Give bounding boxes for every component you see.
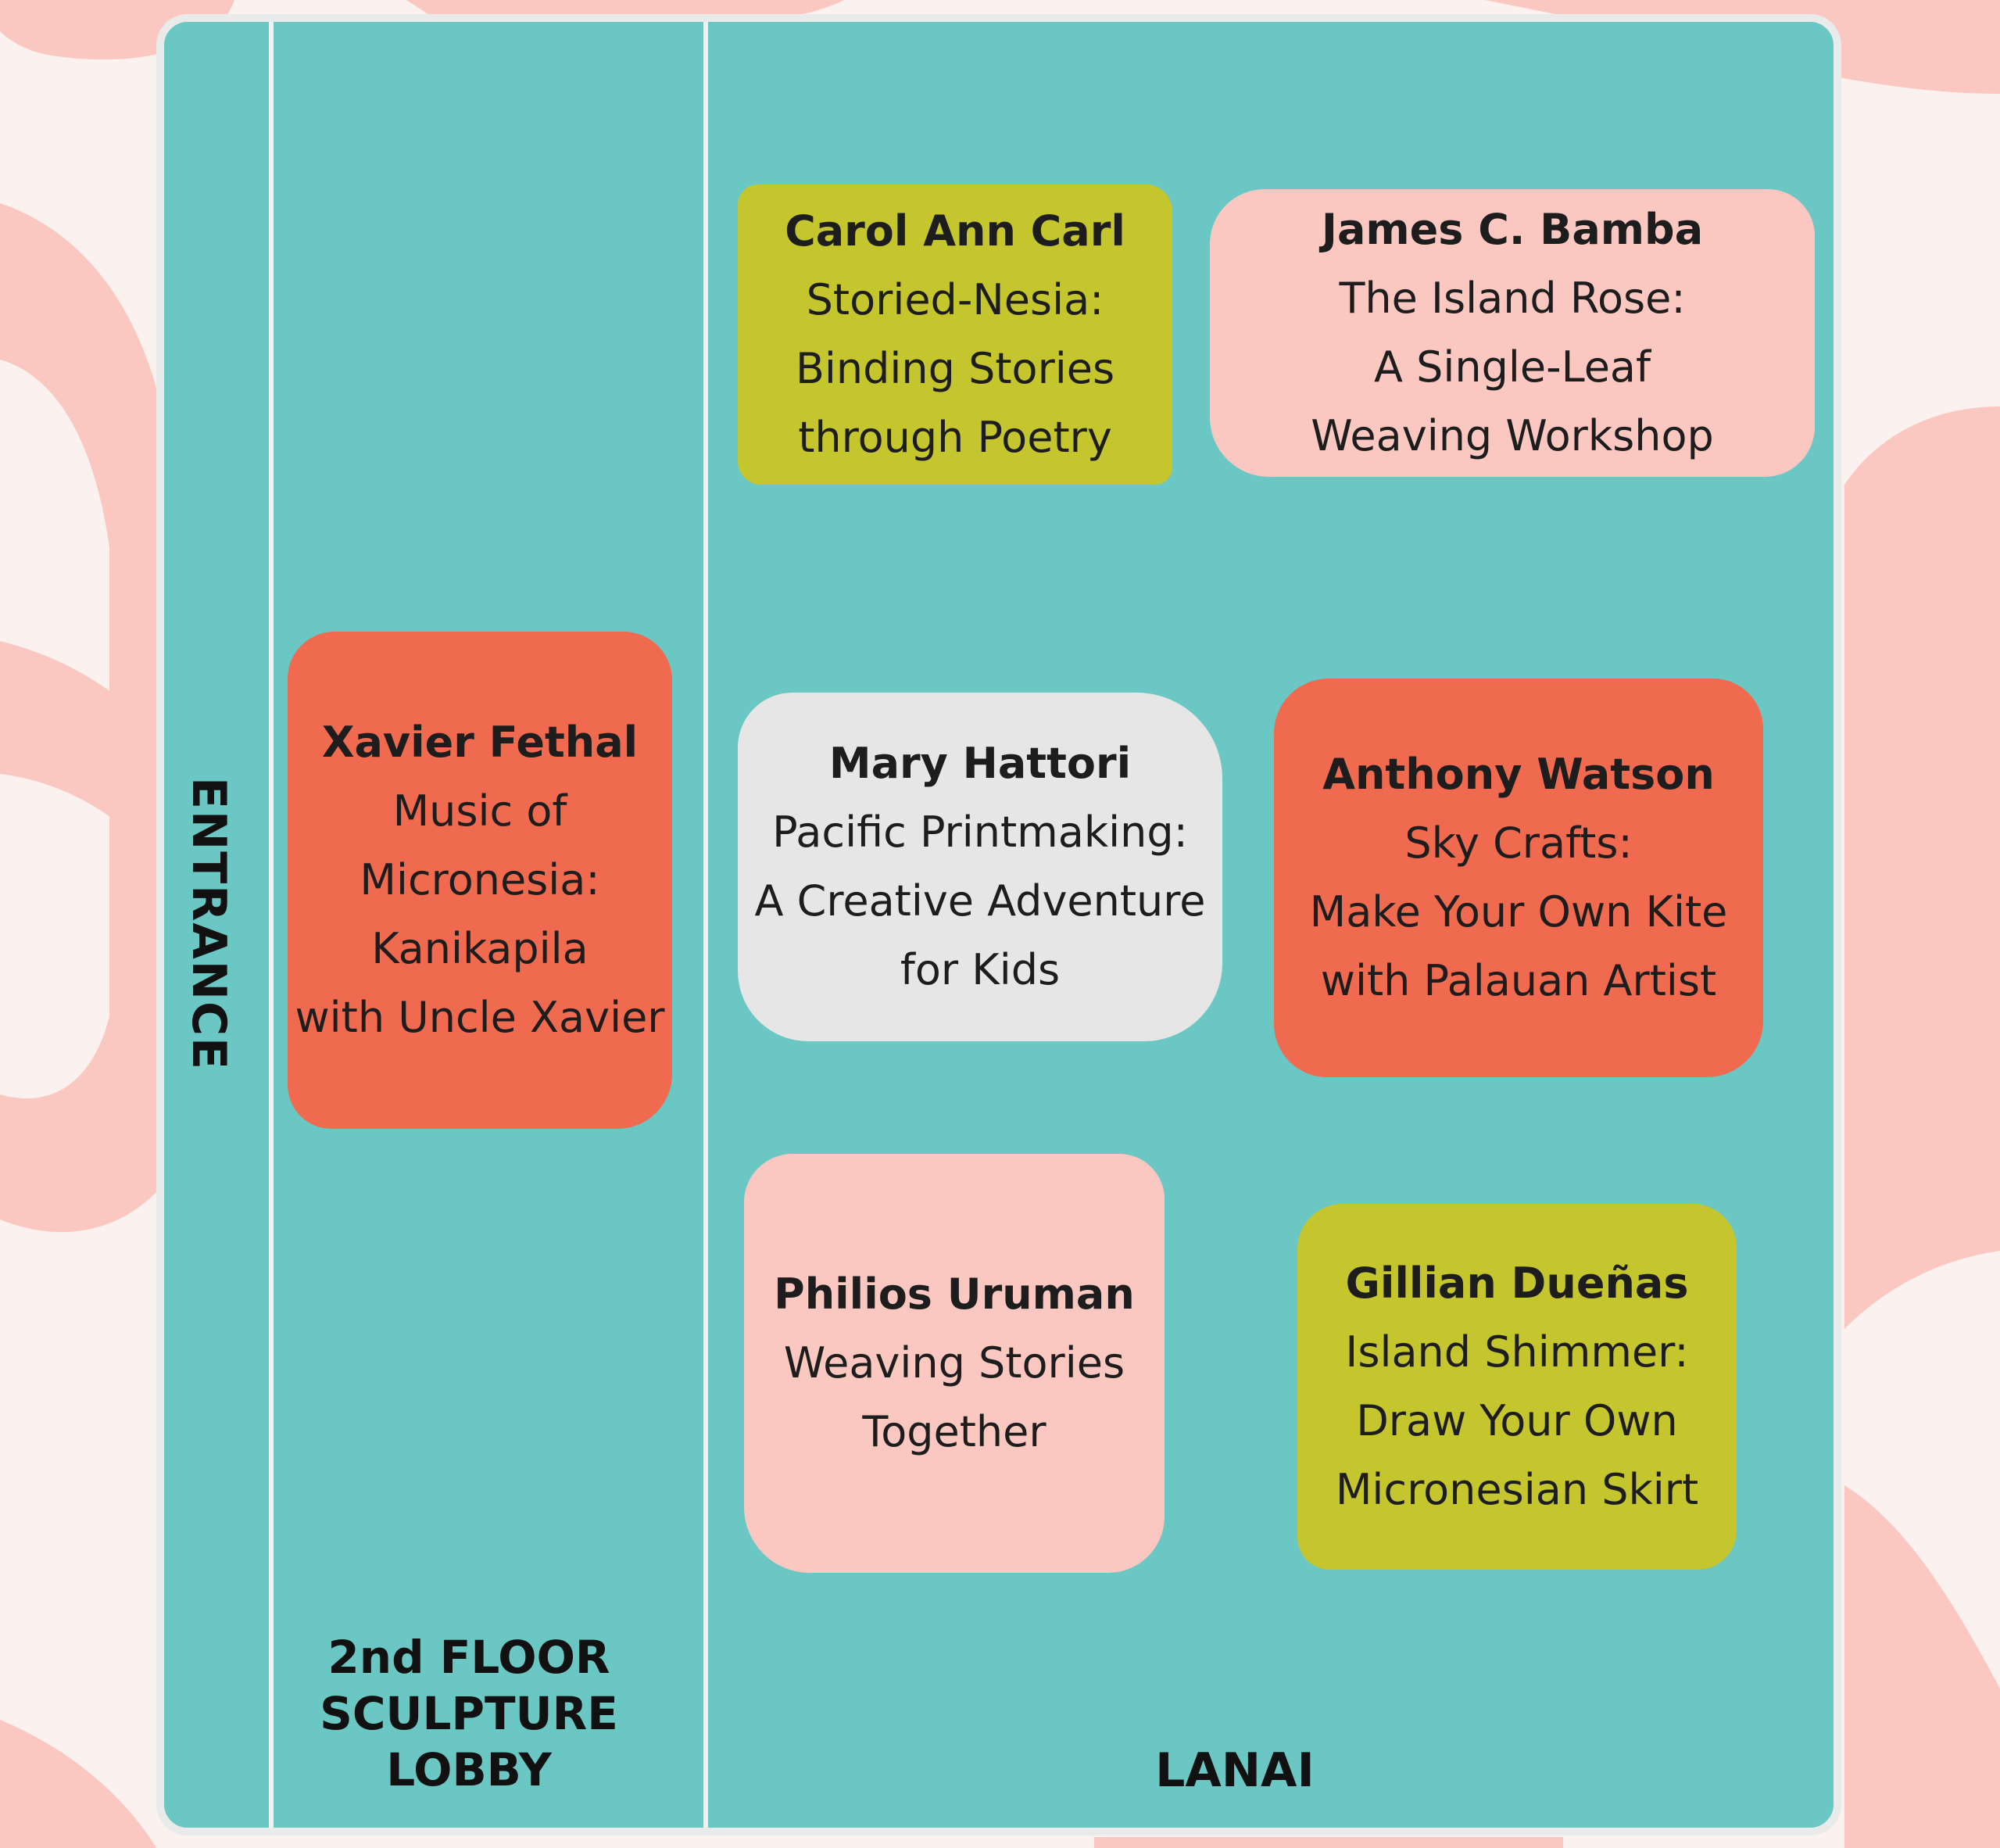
card-line: Storied-Nesia: [806,275,1104,324]
card-xavier-fethal: Xavier Fethal Music of Micronesia: Kanik… [288,632,672,1129]
card-gillian-duenas: Gillian Dueñas Island Shimmer: Draw Your… [1297,1204,1737,1570]
card-name: Carol Ann Carl [785,206,1125,256]
card-philios-uruman: Philios Uruman Weaving Stories Together [744,1154,1165,1573]
card-name: Gillian Dueñas [1345,1259,1689,1308]
card-carol-ann-carl: Carol Ann Carl Storied-Nesia: Binding St… [738,184,1172,485]
entrance-label: ENTRANCE [181,777,236,1071]
card-line: Together [862,1407,1047,1456]
card-line: Binding Stories [795,344,1115,393]
card-name: Xavier Fethal [321,718,639,767]
card-line: Weaving Stories [783,1338,1125,1388]
card-line: Sky Crafts: [1404,818,1633,868]
card-name: Mary Hattori [828,739,1132,788]
card-james-c-bamba: James C. Bamba The Island Rose: A Single… [1210,189,1815,477]
lobby-divider [703,22,708,1828]
card-line: Island Shimmer: [1345,1327,1689,1377]
card-line: A Creative Adventure [754,876,1206,926]
card-line: Draw Your Own [1356,1396,1678,1445]
lobby-label-line-1: 2nd FLOOR [327,1631,610,1684]
sculpture-lobby-label: 2nd FLOOR SCULPTURE LOBBY [281,1629,657,1798]
card-line: through Poetry [798,413,1112,462]
entrance-divider [269,22,274,1828]
lanai-label: LANAI [1155,1743,1315,1798]
card-line: for Kids [900,945,1061,994]
card-line: The Island Rose: [1339,274,1686,323]
card-name: Philios Uruman [774,1270,1135,1319]
card-line: Weaving Workshop [1311,411,1714,460]
card-anthony-watson: Anthony Watson Sky Crafts: Make Your Own… [1274,679,1763,1077]
card-line: Music of [392,786,567,836]
card-line: Make Your Own Kite [1309,887,1728,937]
card-name: Anthony Watson [1322,750,1715,799]
card-line: A Single-Leaf [1373,342,1651,392]
card-line: Micronesian Skirt [1335,1465,1699,1514]
card-mary-hattori: Mary Hattori Pacific Printmaking: A Crea… [738,693,1222,1041]
card-line: with Palauan Artist [1320,956,1717,1005]
card-line: with Uncle Xavier [295,993,665,1042]
card-line: Kanikapila [371,924,589,973]
card-line: Micronesia: [360,855,600,904]
card-line: Pacific Printmaking: [772,808,1188,857]
card-name: James C. Bamba [1321,205,1704,254]
lobby-label-line-3: LOBBY [386,1743,552,1796]
lobby-label-line-2: SCULPTURE [320,1687,618,1740]
